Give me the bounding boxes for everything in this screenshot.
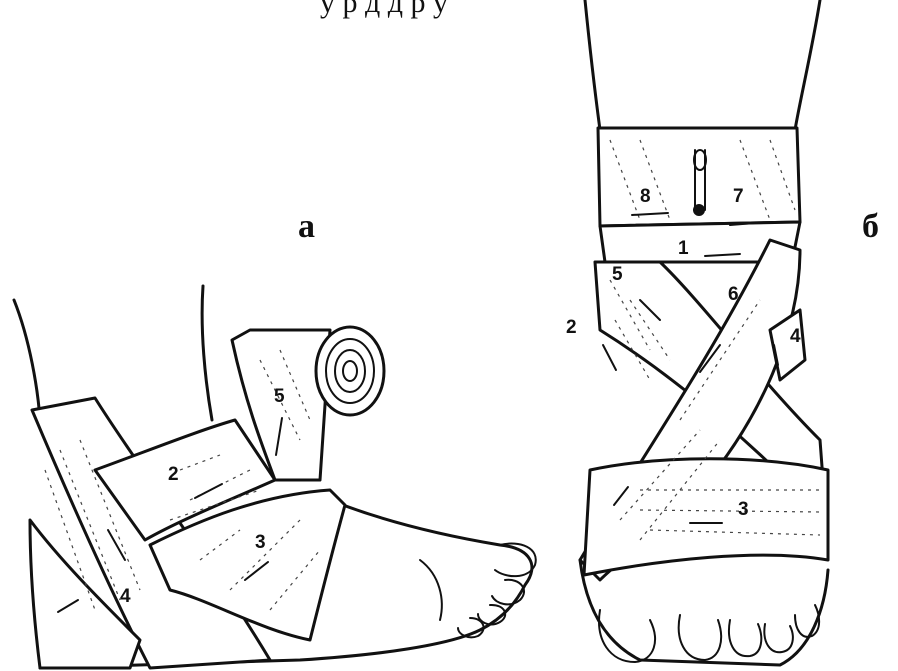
left-toe-2 [492, 580, 524, 605]
right-band-number-2: 2 [566, 317, 577, 338]
left-band-number-5: 5 [274, 386, 285, 407]
right-band-number-8: 8 [640, 186, 651, 207]
right-band-number-3: 3 [738, 499, 749, 520]
right-toe-3 [729, 620, 761, 656]
right-toe-2 [679, 615, 721, 660]
right-toe-4 [764, 624, 792, 652]
right-arrow-2 [603, 345, 616, 370]
left-leg-front-outline [202, 286, 212, 420]
left-leg-back-outline [14, 300, 40, 420]
right-band-number-6: 6 [728, 284, 739, 305]
right-band-number-4: 4 [790, 326, 801, 347]
right-toe-1 [599, 610, 655, 662]
left-foot-drawing: 2 3 4 5 [14, 286, 536, 668]
right-foot-outline [580, 560, 828, 665]
left-band-number-4: 4 [120, 586, 131, 607]
left-band-number-3: 3 [255, 532, 266, 553]
right-foot-drawing: 1 2 3 4 5 6 7 8 [566, 0, 828, 665]
right-band-number-5: 5 [612, 264, 623, 285]
right-band-3 [584, 459, 828, 575]
right-leg-right-outline [795, 0, 820, 130]
left-foot-crease [420, 560, 442, 620]
left-band-number-2: 2 [168, 464, 179, 485]
right-leg-left-outline [585, 0, 600, 130]
right-band-number-7: 7 [733, 186, 744, 207]
right-band-number-1: 1 [678, 238, 689, 259]
